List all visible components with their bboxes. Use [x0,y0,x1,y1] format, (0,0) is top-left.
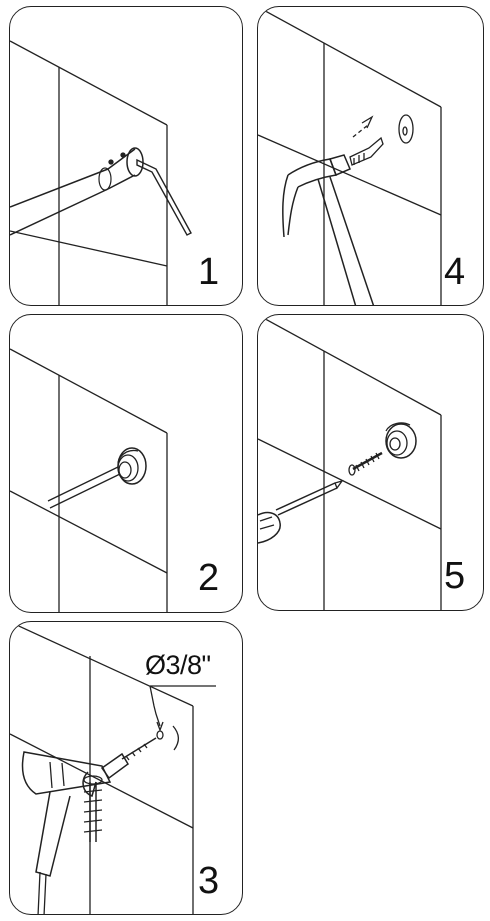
drill-vents [50,762,64,788]
step-1-panel: 1 [9,6,243,306]
screwdriver-shaft [276,483,335,510]
set-screw [121,153,125,157]
bit-flutes [126,744,147,760]
anchor-ribs [84,790,102,832]
tile-line [10,349,167,433]
step-number: 2 [198,559,219,597]
tile-line [10,491,167,573]
leader-line [150,686,160,726]
collar-ring [99,168,111,190]
rod-edge [50,474,120,508]
hammer-face [330,155,350,175]
step-3-panel: Ø3/8" 3 [9,621,243,915]
drill-handle [36,792,70,876]
tile-line [10,41,167,125]
hammer-head [288,159,336,187]
tile-line [258,315,441,415]
step-number: 5 [444,557,465,595]
tile-line [258,439,441,529]
screwdriver-tip [335,481,342,488]
step-2-panel: 2 [9,314,243,613]
tile-line [258,7,441,107]
flange-inner [390,438,400,450]
drill-hole [157,731,163,739]
screwdriver-shaft [278,488,337,515]
step-number: 3 [198,862,219,900]
flange-inner [119,462,131,478]
flange-edge [118,451,138,464]
power-cord [38,872,46,915]
hammer-claw [283,175,298,237]
step-5-panel: 5 [257,314,484,611]
tile-line [10,231,167,266]
hole-arc [173,726,178,750]
tile-line [258,135,441,215]
handle-grip [260,517,274,529]
step-number: 4 [444,253,465,291]
wall-anchor-icon [350,138,383,165]
hole-center [403,127,407,135]
hole-diameter-label: Ø3/8" [145,652,211,679]
step-4-panel: 4 [257,6,484,306]
hex-key-icon [137,160,191,235]
step-number: 1 [198,253,219,291]
drill-body-icon [23,752,111,794]
direction-arrow [353,125,368,137]
set-screw [109,160,113,164]
screwdriver-handle [258,513,280,543]
wall-hole [399,115,413,143]
screw-head [349,465,355,475]
